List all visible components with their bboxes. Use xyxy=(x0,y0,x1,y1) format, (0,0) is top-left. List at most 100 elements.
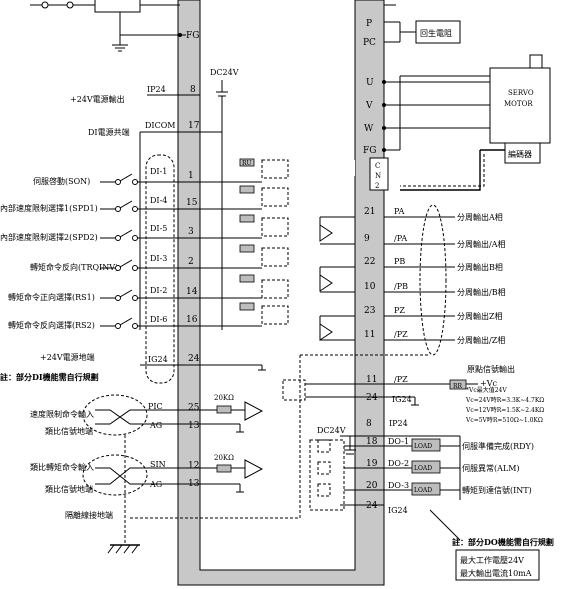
dc24v-supply: DC24V IP24 8 +24V電源輸出 DICOM 17 DI電源共端 xyxy=(70,68,239,330)
pin-w: W xyxy=(364,124,374,134)
pin-17: 17 xyxy=(188,121,200,131)
sin-label: SIN xyxy=(150,460,166,469)
label-son: 伺服啓動(SON) xyxy=(33,176,90,186)
load-label: LOAD xyxy=(414,443,432,450)
svg-text:RR: RR xyxy=(453,383,463,390)
pin-1: 1 xyxy=(188,171,194,181)
encoder-label: 分周輸出Z相 xyxy=(457,311,503,321)
regen-label: 回生電阻 xyxy=(420,28,452,38)
di1-label: DI-1 xyxy=(150,167,167,176)
label-rs2: 轉矩命令反向選擇(RS2) xyxy=(8,320,95,330)
di-row-rs1: 轉矩命令正向選擇(RS1) DI-2 14 xyxy=(8,274,262,302)
do-signal: DO-1 xyxy=(388,437,409,446)
pin-fg: FG xyxy=(363,146,376,156)
encoder-label: 分周輸出/B相 xyxy=(457,287,506,297)
note-di: 註：部分DI機能需自行規劃 xyxy=(0,372,99,382)
do-signal: DO-2 xyxy=(388,459,409,468)
label-analog-gnd1: 類比信號地端 xyxy=(45,426,93,436)
origin-output: 11 /PZ 24 IG24 RR 原點信號輸出 +Vc *Vc最大值24V V… xyxy=(282,354,544,518)
encoder-box xyxy=(504,142,541,164)
svg-text:C: C xyxy=(375,162,380,170)
do-optocoupler xyxy=(317,461,331,475)
pin-24: 24 xyxy=(188,354,200,364)
di-inputs: 伺服啓動(SON) DI-1 1 RU 內部速度限制選擇1(SPD1) DI-4… xyxy=(0,158,289,382)
pin-v: V xyxy=(365,101,373,111)
di6-label: DI-6 xyxy=(150,315,167,324)
svg-text:2: 2 xyxy=(375,182,379,190)
load-box xyxy=(411,438,441,452)
svg-text:RU: RU xyxy=(242,160,252,167)
res2-label: 20KΩ xyxy=(214,454,234,462)
dicom-label: DICOM xyxy=(145,121,175,130)
origin-r1: Vc=24V時R=3.3K~4.7KΩ xyxy=(465,396,544,404)
load-label: LOAD xyxy=(414,465,432,472)
di5-label: DI-5 xyxy=(150,224,167,233)
origin-pin11: 11 xyxy=(366,375,377,385)
encoder-label: 編碼器 xyxy=(508,149,532,159)
pin-16: 16 xyxy=(186,315,198,325)
encoder-signal: PB xyxy=(394,257,405,266)
label-trqinv: 轉矩命令反向(TRQINV) xyxy=(30,262,118,272)
do-label: 轉矩到達信號(INT) xyxy=(462,485,532,495)
do-dc24v: DC24V xyxy=(317,426,346,435)
origin-r0: *Vc最大值24V xyxy=(466,386,507,394)
line-driver-icon xyxy=(319,224,333,242)
do-ip24: IP24 xyxy=(389,419,408,428)
di-group-outline xyxy=(145,154,175,384)
dc24v-label: DC24V xyxy=(210,68,239,77)
origin-sig: /PZ xyxy=(394,375,408,384)
do-label: 伺服準備完成(RDY) xyxy=(462,441,534,451)
do-optocoupler xyxy=(317,483,331,497)
di2-label: DI-2 xyxy=(150,286,167,295)
cn2-connector xyxy=(369,157,389,191)
ig24-label: IG24 xyxy=(148,355,168,364)
do-note: 註：部分DO機能需自行規劃 xyxy=(452,537,554,547)
motor-wiring: U V W FG SERVO MOTOR 編碼器 C N 2 xyxy=(363,54,551,191)
top-left-wiring: FG xyxy=(30,0,199,52)
origin-pin24: 24 xyxy=(366,393,378,403)
di3-label: DI-3 xyxy=(150,254,167,263)
pin-25: 25 xyxy=(188,403,200,413)
label-rs1: 轉矩命令正向選擇(RS1) xyxy=(8,292,95,302)
encoder-signal: /PB xyxy=(394,282,408,291)
do-pin24: 24 xyxy=(366,501,378,511)
di-row-spd2: 內部速度限制選擇2(SPD2) DI-5 3 xyxy=(0,214,262,242)
analog-inputs: 速度限制命令輸入 類比信號地端 PIC AG 25 13 20KΩ 類比轉矩命令… xyxy=(30,394,300,554)
motor-line2: MOTOR xyxy=(504,100,533,108)
pin-13a: 13 xyxy=(188,421,200,431)
line-driver-icon xyxy=(319,323,333,341)
do-limit2: 最大輸出電流10mA xyxy=(460,568,532,578)
encoder-label: 分周輸出/A相 xyxy=(457,239,505,249)
pin-2: 2 xyxy=(188,257,194,267)
label-dc24-output: +24V電源輸出 xyxy=(70,94,125,104)
do-label: 伺服異常(ALM) xyxy=(462,463,520,473)
motor-line1: SERVO xyxy=(508,89,534,97)
label-analog-gnd2: 類比信號地端 xyxy=(45,484,93,494)
do-pin: 19 xyxy=(366,459,378,469)
encoder-signal: /PA xyxy=(394,234,407,243)
encoder-signal: PA xyxy=(394,207,405,216)
encoder-pin: 10 xyxy=(364,282,376,292)
encoder-pin: 9 xyxy=(364,234,370,244)
encoder-signal: /PZ xyxy=(394,330,408,339)
encoder-label: 分周輸出/Z相 xyxy=(457,335,505,345)
regen-resistor xyxy=(415,20,461,44)
do-pin8: 8 xyxy=(366,419,372,429)
do-optocoupler xyxy=(317,439,331,453)
encoder-pin: 21 xyxy=(364,207,375,217)
do-limit1: 最大工作電壓24V xyxy=(460,555,524,565)
pin-14: 14 xyxy=(186,287,198,297)
do-ig24: IG24 xyxy=(388,506,408,515)
label-spd1: 內部速度限制選擇1(SPD1) xyxy=(0,203,98,213)
do-limit-box xyxy=(455,549,540,581)
di4-label: DI-4 xyxy=(150,196,167,205)
pin-p: P xyxy=(366,19,372,29)
